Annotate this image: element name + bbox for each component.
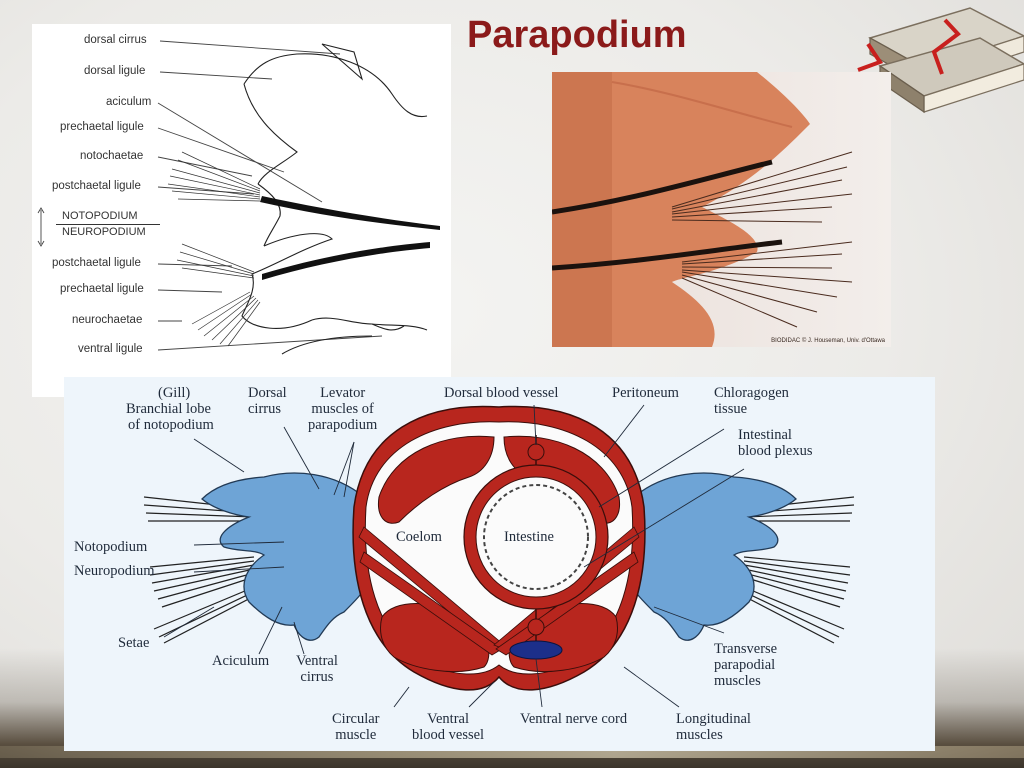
label-transverse-parapodial-muscles: Transverse parapodial muscles bbox=[714, 641, 778, 689]
label-dorsal-cirrus: dorsal cirrus bbox=[84, 34, 147, 46]
label-setae: Setae bbox=[118, 635, 150, 651]
annelid-cross-section: (Gill) Branchial lobe of notopodium Dors… bbox=[64, 377, 935, 751]
label-prechaetal-ligule-upper: prechaetal ligule bbox=[60, 121, 144, 133]
label-peritoneum: Peritoneum bbox=[612, 385, 679, 401]
label-coelom: Coelom bbox=[396, 529, 442, 545]
label-chloragogen-tissue: Chloragogen tissue bbox=[714, 385, 789, 417]
label-neurochaetae: neurochaetae bbox=[72, 314, 143, 326]
label-neuropodium: NEUROPODIUM bbox=[62, 226, 146, 238]
label-notochaetae: notochaetae bbox=[80, 150, 144, 162]
label-aciculum: aciculum bbox=[106, 96, 152, 108]
label-dorsal-blood-vessel: Dorsal blood vessel bbox=[444, 385, 559, 401]
label-ventral-cirrus: Ventral cirrus bbox=[296, 653, 338, 685]
photo-illustration-svg bbox=[552, 72, 891, 347]
label-intestine: Intestine bbox=[504, 529, 554, 545]
label-ventral-nerve-cord: Ventral nerve cord bbox=[520, 711, 628, 727]
label-dorsal-cirrus: Dorsal cirrus bbox=[248, 385, 287, 417]
label-neuropodium: Neuropodium bbox=[74, 563, 155, 579]
parapodium-photo: BIODIDAC © J. Houseman, Univ. d'Ottawa bbox=[552, 72, 891, 347]
label-postchaetal-ligule-lower: postchaetal ligule bbox=[52, 257, 141, 269]
label-dorsal-ligule: dorsal ligule bbox=[84, 65, 146, 77]
books-icon bbox=[857, 7, 1024, 114]
divider-line bbox=[56, 224, 160, 225]
slide-title: Parapodium bbox=[467, 14, 687, 56]
parapodium-line-drawing: dorsal cirrus dorsal ligule aciculum pre… bbox=[32, 24, 451, 397]
label-prechaetal-ligule-lower: prechaetal ligule bbox=[60, 283, 144, 295]
photo-credit: BIODIDAC © J. Houseman, Univ. d'Ottawa bbox=[771, 338, 885, 344]
label-levator-muscles: Levator muscles of parapodium bbox=[308, 385, 378, 433]
label-circular-muscle: Circular muscle bbox=[332, 711, 380, 743]
parapodium-outline-svg bbox=[37, 40, 440, 355]
label-intestinal-blood-plexus: Intestinal blood plexus bbox=[738, 427, 813, 459]
label-longitudinal-muscles: Longitudinal muscles bbox=[676, 711, 751, 743]
label-aciculum: Aciculum bbox=[212, 653, 270, 669]
label-branchial-lobe: Branchial lobe bbox=[126, 401, 211, 417]
label-of-notopodium: of notopodium bbox=[128, 417, 214, 433]
label-gill: (Gill) bbox=[158, 385, 191, 401]
label-notopodium: NOTOPODIUM bbox=[62, 210, 138, 222]
cross-section-svg bbox=[143, 404, 855, 708]
label-notopodium: Notopodium bbox=[74, 539, 148, 555]
label-ventral-ligule: ventral ligule bbox=[78, 343, 143, 355]
label-postchaetal-ligule-upper: postchaetal ligule bbox=[52, 180, 141, 192]
label-ventral-blood-vessel: Ventral blood vessel bbox=[412, 711, 485, 743]
